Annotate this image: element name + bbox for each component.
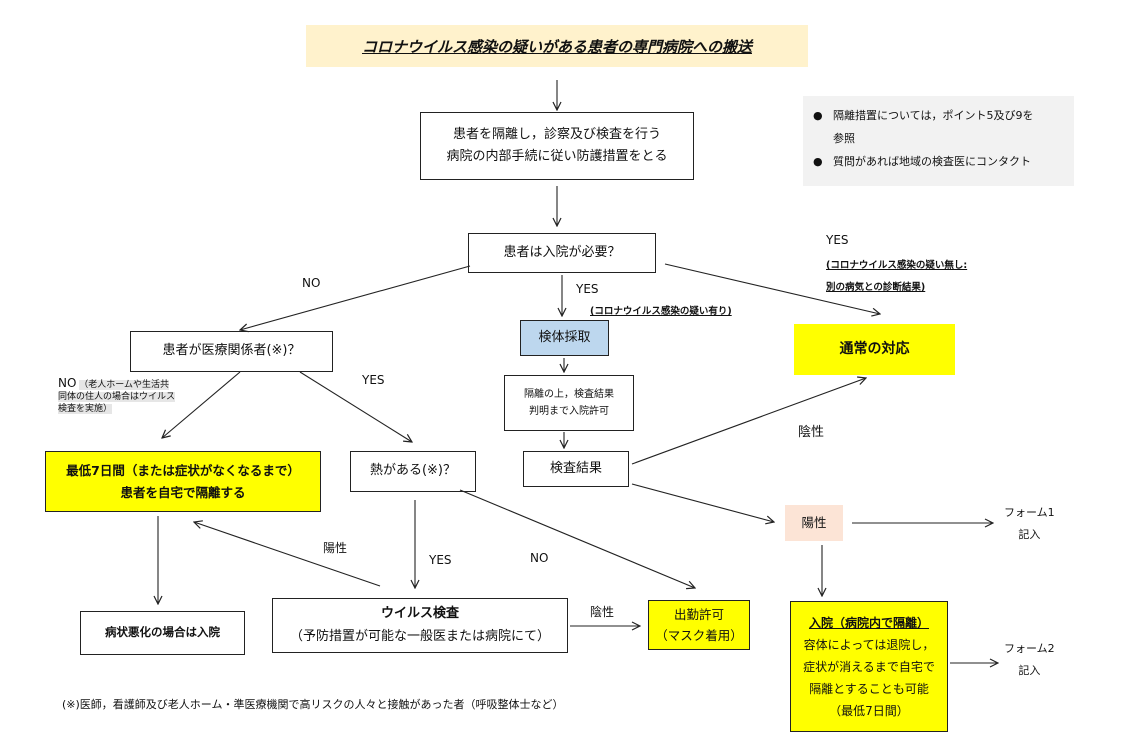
virus-test-line-1: ウイルス検査 (380, 606, 459, 622)
home-isolation-line-1: 最低7日間（または症状がなくなるまで） (66, 463, 300, 479)
label-no-medical-note-3: 検査を実施） (58, 404, 113, 414)
label-yes-right: YES (826, 233, 849, 247)
bullet-icon: ● (813, 155, 823, 168)
note-item-1: ● 隔離措置については，ポイント5及び9を 参照 (813, 104, 1066, 150)
arrow-fever-no-to-permit (459, 489, 695, 588)
arrow-medical-to-home (162, 371, 241, 438)
home-isolation-box: 最低7日間（または症状がなくなるまで） 患者を自宅で隔離する (45, 451, 321, 512)
note-item-1-line1: 隔離措置については，ポイント5及び9を (833, 109, 1034, 122)
footnote: (※)医師，看護師及び老人ホーム・準医療機関で高リスクの人々と接触があった者（呼… (62, 698, 564, 711)
specimen-box: 検体採取 (520, 320, 609, 356)
hospitalize-line-5: （最低7日間） (829, 703, 909, 718)
admit-until-box: 隔離の上，検査結果 判明まで入院許可 (504, 375, 634, 431)
label-yes-center: YES (576, 282, 599, 296)
label-negative-result: 陰性 (798, 425, 825, 440)
arrow-need-to-medical (240, 265, 471, 330)
label-yes-fever: YES (429, 553, 452, 567)
form2-line-2: 記入 (1018, 664, 1041, 677)
label-yes-medical: YES (362, 373, 385, 387)
label-yes-center-note: (コロナウイルス感染の疑い有り) (590, 306, 732, 317)
fever-text: 熱がある(※)？ (369, 463, 457, 479)
isolate-box: 患者を隔離し，診察及び検査を行う 病院の内部手続に従い防護措置をとる (420, 112, 694, 180)
form2-line-1: フォーム2 (1004, 642, 1055, 655)
title-box: コロナウイルス感染の疑いがある患者の専門病院への搬送 (306, 25, 808, 67)
virus-test-line-2: （予防措置が可能な一般医または病院にて） (289, 628, 550, 644)
work-permit-box: 出勤許可 （マスク着用） (648, 600, 750, 650)
note-item-2-text: 質問があれば地域の検査医にコンタクト (833, 155, 1031, 168)
positive-box: 陽性 (785, 505, 843, 541)
note-item-2: ● 質問があれば地域の検査医にコンタクト (813, 150, 1066, 173)
work-permit-line-2: （マスク着用） (655, 628, 743, 643)
label-positive-virus: 陽性 (323, 541, 348, 555)
normal-care-text: 通常の対応 (839, 340, 910, 357)
admit-until-line-2: 判明まで入院許可 (529, 406, 609, 417)
isolate-line-1: 患者を隔離し，診察及び検査を行う (452, 126, 661, 142)
need-admission-text: 患者は入院が必要？ (503, 244, 621, 260)
hospitalize-line-4: 隔離とすることも可能 (809, 681, 929, 696)
label-no-medical-note-2: 同体の住人の場合はウイルス (58, 392, 176, 402)
form1-label: フォーム1 記入 (1004, 502, 1055, 546)
worsen-text: 病状悪化の場合は入院 (105, 625, 220, 640)
arrow-result-to-normal (631, 378, 866, 465)
medical-worker-box: 患者が医療関係者(※)？ (130, 331, 333, 372)
medical-worker-text: 患者が医療関係者(※)？ (162, 343, 301, 359)
note-item-1-line2: 参照 (833, 132, 855, 145)
bullet-icon: ● (813, 109, 823, 122)
home-isolation-line-2: 患者を自宅で隔離する (120, 484, 246, 500)
form2-label: フォーム2 記入 (1004, 638, 1055, 682)
note-panel: ● 隔離措置については，ポイント5及び9を 参照 ● 質問があれば地域の検査医に… (803, 96, 1074, 186)
work-permit-line-1: 出勤許可 (673, 606, 724, 622)
label-no-admission: NO (302, 276, 321, 290)
form1-line-1: フォーム1 (1004, 506, 1055, 519)
label-yes-right-note-2: 別の病気との診断結果) (826, 282, 926, 293)
need-admission-box: 患者は入院が必要？ (468, 233, 656, 273)
label-negative-virus: 陰性 (590, 605, 615, 619)
form1-line-2: 記入 (1018, 528, 1041, 541)
arrow-medical-to-fever (299, 371, 412, 442)
label-no-fever: NO (530, 551, 549, 565)
label-no-medical-word: NO (58, 376, 77, 390)
fever-box: 熱がある(※)？ (350, 451, 476, 492)
specimen-text: 検体採取 (538, 329, 591, 345)
positive-text: 陽性 (801, 515, 827, 531)
label-yes-right-note-1: (コロナウイルス感染の疑い無し: (826, 260, 968, 271)
arrow-need-to-normal (664, 263, 880, 314)
admit-until-line-1: 隔離の上，検査結果 (524, 389, 614, 400)
hospitalize-line-2: 容体によっては退院し， (803, 637, 935, 652)
virus-test-box: ウイルス検査 （予防措置が可能な一般医または病院にて） (272, 598, 568, 653)
worsen-box: 病状悪化の場合は入院 (80, 611, 245, 655)
isolate-line-2: 病院の内部手続に従い防護措置をとる (446, 149, 668, 164)
hospitalize-line-3: 症状が消えるまで自宅で (803, 659, 935, 674)
test-result-box: 検査結果 (523, 451, 629, 487)
test-result-text: 検査結果 (549, 460, 602, 476)
label-no-medical-note-1: （老人ホームや生活共 (79, 380, 170, 390)
hospitalize-line-1: 入院（病院内で隔離） (808, 615, 929, 630)
page-title: コロナウイルス感染の疑いがある患者の専門病院への搬送 (361, 37, 752, 56)
arrow-virus-positive-to-home (194, 522, 381, 587)
hospitalize-box: 入院（病院内で隔離） 容体によっては退院し， 症状が消えるまで自宅で 隔離とする… (790, 601, 948, 732)
note-item-1-text: 隔離措置については，ポイント5及び9を 参照 (833, 104, 1033, 150)
arrow-result-to-positive (631, 483, 774, 522)
normal-care-box: 通常の対応 (794, 324, 955, 375)
label-no-medical: NO （老人ホームや生活共 同体の住人の場合はウイルス 検査を実施） (58, 376, 176, 415)
